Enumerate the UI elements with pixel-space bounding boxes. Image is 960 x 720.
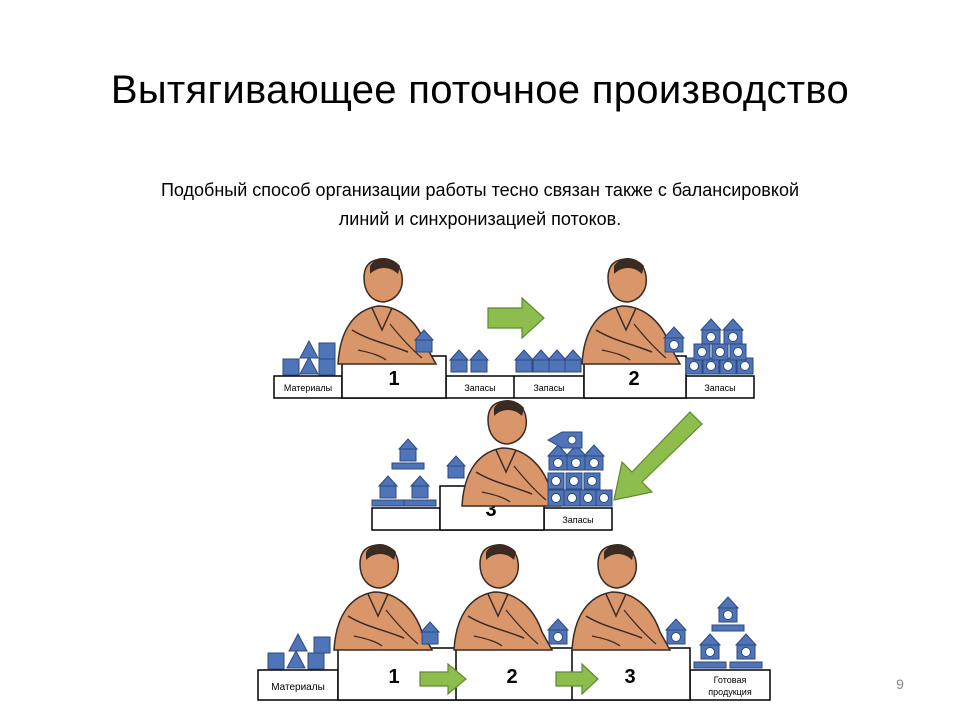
row3-materials-label: Материалы xyxy=(271,682,325,693)
body-line-2: линий и синхронизацией потоков. xyxy=(338,209,622,229)
worker-icon xyxy=(453,543,553,651)
house-part-icon xyxy=(449,349,469,373)
platform-icon xyxy=(391,462,425,470)
row1-stock1-label: Запасы xyxy=(464,383,495,393)
house-part-icon xyxy=(446,455,466,479)
ring-part-icon xyxy=(565,472,583,490)
row1-materials-label: Материалы xyxy=(284,383,332,393)
ring-house-part-icon xyxy=(665,618,687,645)
ring-house-part-icon xyxy=(722,318,744,345)
house-part-icon xyxy=(398,438,418,462)
triangle-part-icon xyxy=(286,650,306,669)
square-part-icon xyxy=(318,358,336,376)
square-part-icon xyxy=(318,342,336,360)
ring-part-icon xyxy=(711,343,729,361)
square-part-icon xyxy=(313,636,331,654)
row1-station-1-number: 1 xyxy=(388,368,399,390)
green-arrow-right-icon xyxy=(555,662,599,696)
ring-part-icon xyxy=(693,343,711,361)
ring-house-part-icon xyxy=(547,444,569,471)
body-line-1: Подобный способ организации работы тесно… xyxy=(160,180,800,200)
ring-part-icon xyxy=(563,489,581,507)
row3-station-1-number: 1 xyxy=(388,666,399,688)
house-part-icon xyxy=(547,349,567,373)
platform-icon xyxy=(693,661,727,669)
row-2: 3 Запасы xyxy=(371,399,613,531)
row-1: Материалы Запасы Запасы Запасы 1 2 xyxy=(273,257,755,399)
flag-part-icon xyxy=(546,431,583,449)
triangle-part-icon xyxy=(299,356,319,375)
worker-icon xyxy=(571,543,671,651)
ring-house-part-icon xyxy=(565,444,587,471)
platform-icon xyxy=(711,624,745,632)
green-arrow-right-icon xyxy=(419,662,467,696)
square-part-icon xyxy=(267,652,285,670)
green-arrow-right-icon xyxy=(487,296,545,340)
house-part-icon xyxy=(410,475,430,499)
triangle-part-icon xyxy=(288,633,308,652)
ring-house-part-icon xyxy=(735,633,757,660)
ring-part-icon xyxy=(583,472,601,490)
ring-part-icon xyxy=(579,489,597,507)
square-part-icon xyxy=(307,652,325,670)
ring-part-icon xyxy=(547,489,565,507)
row3-station-2-number: 2 xyxy=(506,666,517,688)
house-part-icon xyxy=(378,475,398,499)
square-part-icon xyxy=(282,358,300,376)
ring-part-icon xyxy=(547,472,565,490)
slide-title: Вытягивающее поточное производство xyxy=(110,68,850,112)
ring-house-part-icon xyxy=(699,633,721,660)
green-arrow-diagonal-icon xyxy=(613,411,703,501)
ring-house-part-icon xyxy=(717,596,739,623)
worker-icon xyxy=(333,543,433,651)
row-3: Материалы Готовая продукция 1 2 3 xyxy=(257,543,771,701)
row2-stock-label: Запасы xyxy=(562,515,593,525)
row3-workstations xyxy=(337,647,691,701)
row1-station-2-number: 2 xyxy=(628,368,639,390)
house-part-icon xyxy=(420,621,440,645)
row2-station-3-number: 3 xyxy=(485,499,496,521)
ring-house-part-icon xyxy=(547,618,569,645)
platform-icon xyxy=(729,661,763,669)
ring-part-icon xyxy=(595,489,613,507)
page-number: 9 xyxy=(896,676,904,692)
worker-icon xyxy=(461,399,561,507)
row3-station-3-number: 3 xyxy=(624,666,635,688)
ring-house-part-icon xyxy=(583,444,605,471)
ring-part-icon xyxy=(729,343,747,361)
row1-stock2-label: Запасы xyxy=(533,383,564,393)
platform-icon xyxy=(371,499,405,507)
house-part-icon xyxy=(563,349,583,373)
house-part-icon xyxy=(469,349,489,373)
house-part-icon xyxy=(531,349,551,373)
platform-icon xyxy=(403,499,437,507)
row3-finished-label-line1: Готовая xyxy=(714,675,747,685)
row1-stock3-label: Запасы xyxy=(704,383,735,393)
row3-finished-label-line2: продукция xyxy=(708,687,752,697)
house-part-icon xyxy=(514,349,534,373)
ring-house-part-icon xyxy=(700,318,722,345)
triangle-part-icon xyxy=(299,340,319,359)
slide-body-text: Подобный способ организации работы тесно… xyxy=(60,176,900,234)
ring-house-part-icon xyxy=(663,326,685,353)
